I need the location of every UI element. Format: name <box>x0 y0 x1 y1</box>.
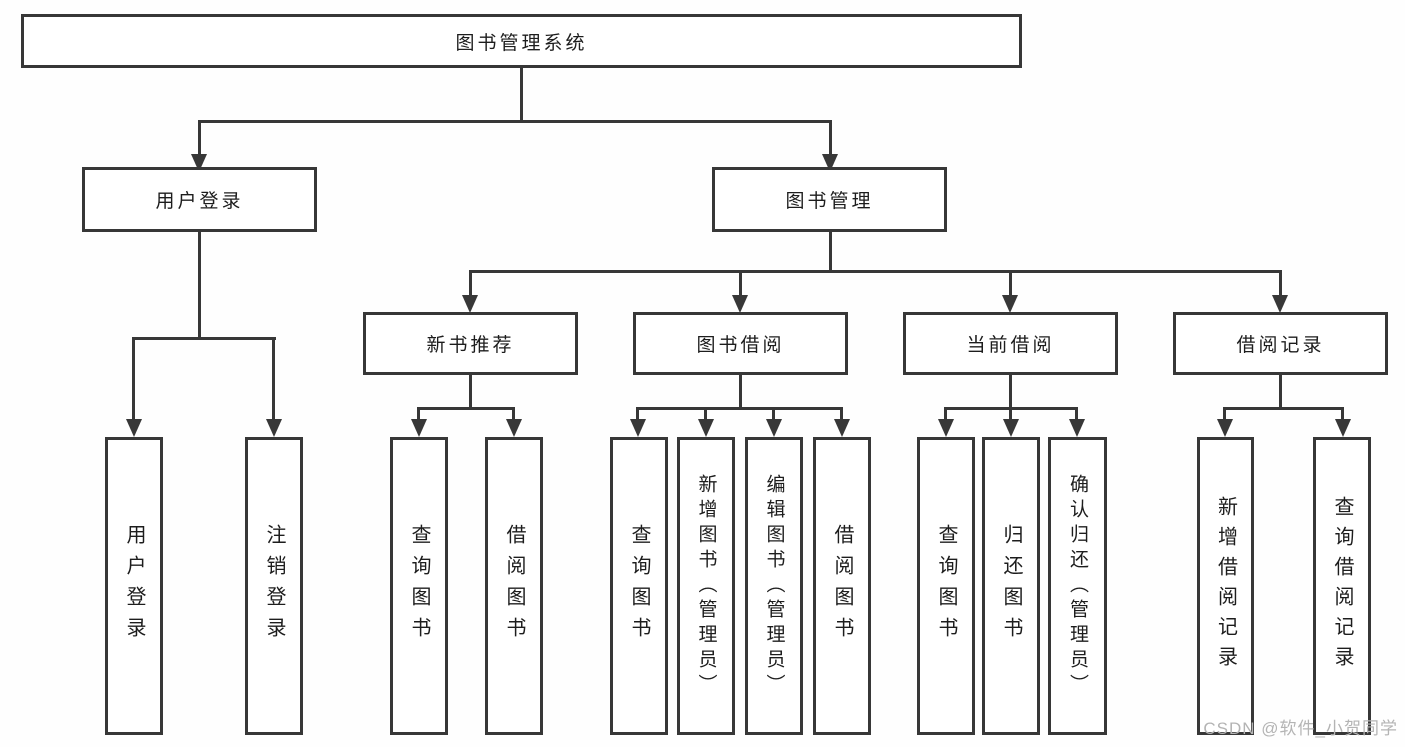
leaf-logout: 注销登录 <box>245 437 303 735</box>
connector-line <box>829 120 832 158</box>
leaf-return-book: 归还图书 <box>982 437 1040 735</box>
leaf-borrow-book-2: 借阅图书 <box>813 437 871 735</box>
leaf-edit-book-admin: 编辑图书（管理员） <box>745 437 803 735</box>
leaf-query-borrow-record: 查询借阅记录 <box>1313 437 1371 735</box>
connector-line <box>739 270 742 298</box>
arrow-down-icon <box>698 419 714 437</box>
node-book-management-label: 图书管理 <box>785 191 874 212</box>
connector-line <box>198 120 201 158</box>
connector-line <box>272 337 275 422</box>
arrow-down-icon <box>834 419 850 437</box>
node-root-label: 图书管理系统 <box>455 32 588 54</box>
connector-line <box>198 120 832 123</box>
connector-line <box>1009 375 1012 409</box>
node-borrow-record-label: 借阅记录 <box>1236 335 1325 356</box>
connector-line <box>417 407 420 422</box>
arrow-down-icon <box>1069 419 1085 437</box>
arrow-down-icon <box>126 419 142 437</box>
leaf-logout-label: 注销登录 <box>263 524 285 648</box>
leaf-edit-book-admin-label: 编辑图书（管理员） <box>763 473 785 699</box>
connector-line <box>704 407 707 422</box>
connector-line <box>829 232 832 272</box>
leaf-query-book-1-label: 查询图书 <box>408 524 430 648</box>
node-user-login-label: 用户登录 <box>155 191 244 212</box>
leaf-query-book-2: 查询图书 <box>610 437 668 735</box>
connector-line <box>520 68 523 122</box>
node-new-book-recommend-label: 新书推荐 <box>426 335 515 356</box>
node-new-book-recommend: 新书推荐 <box>363 312 578 375</box>
connector-line <box>469 270 1282 273</box>
connector-line <box>198 232 201 339</box>
connector-line <box>1223 407 1344 410</box>
leaf-add-borrow-record: 新增借阅记录 <box>1197 437 1254 735</box>
node-current-borrow: 当前借阅 <box>903 312 1118 375</box>
leaf-query-book-2-label: 查询图书 <box>628 524 650 648</box>
leaf-confirm-return-admin-label: 确认归还（管理员） <box>1067 473 1088 699</box>
connector-line <box>739 375 742 409</box>
arrow-down-icon <box>732 295 748 313</box>
leaf-query-book-3-label: 查询图书 <box>935 524 957 648</box>
arrow-down-icon <box>266 419 282 437</box>
node-book-management: 图书管理 <box>712 167 947 232</box>
node-current-borrow-label: 当前借阅 <box>966 335 1055 356</box>
arrow-down-icon <box>506 419 522 437</box>
arrow-down-icon <box>462 295 478 313</box>
connector-line <box>636 407 639 422</box>
leaf-add-book-admin: 新增图书（管理员） <box>677 437 735 735</box>
leaf-query-book-3: 查询图书 <box>917 437 975 735</box>
connector-line <box>512 407 515 422</box>
node-borrow-record: 借阅记录 <box>1173 312 1388 375</box>
connector-line <box>1009 270 1012 298</box>
connector-line <box>132 337 276 340</box>
connector-line <box>1341 407 1344 422</box>
arrow-down-icon <box>1272 295 1288 313</box>
node-book-borrow-label: 图书借阅 <box>696 335 785 356</box>
node-user-login: 用户登录 <box>82 167 317 232</box>
leaf-add-borrow-record-label: 新增借阅记录 <box>1214 496 1237 676</box>
leaf-return-book-label: 归还图书 <box>1000 524 1022 648</box>
connector-line <box>840 407 843 422</box>
arrow-down-icon <box>1003 419 1019 437</box>
connector-line <box>1223 407 1226 422</box>
connector-line <box>417 407 515 410</box>
connector-line <box>469 270 472 298</box>
leaf-query-book-1: 查询图书 <box>390 437 448 735</box>
leaf-confirm-return-admin: 确认归还（管理员） <box>1048 437 1107 735</box>
csdn-watermark: CSDN @软件_小贺同学 <box>1203 719 1398 738</box>
connector-line <box>1009 407 1012 422</box>
leaf-borrow-book-1: 借阅图书 <box>485 437 543 735</box>
node-root-library-system: 图书管理系统 <box>21 14 1022 68</box>
connector-line <box>1279 375 1282 409</box>
arrow-down-icon <box>630 419 646 437</box>
arrow-down-icon <box>1002 295 1018 313</box>
connector-line <box>636 407 843 410</box>
node-book-borrow: 图书借阅 <box>633 312 848 375</box>
connector-line <box>944 407 947 422</box>
leaf-query-borrow-record-label: 查询借阅记录 <box>1331 496 1353 676</box>
leaf-user-login: 用户登录 <box>105 437 163 735</box>
connector-line <box>772 407 775 422</box>
connector-line <box>469 375 472 409</box>
arrow-down-icon <box>766 419 782 437</box>
leaf-add-book-admin-label: 新增图书（管理员） <box>695 473 717 699</box>
arrow-down-icon <box>1335 419 1351 437</box>
arrow-down-icon <box>938 419 954 437</box>
leaf-user-login-label: 用户登录 <box>123 524 145 648</box>
arrow-down-icon <box>1217 419 1233 437</box>
leaf-borrow-book-2-label: 借阅图书 <box>831 524 853 648</box>
arrow-down-icon <box>411 419 427 437</box>
connector-line <box>132 337 135 422</box>
connector-line <box>1075 407 1078 422</box>
leaf-borrow-book-1-label: 借阅图书 <box>503 524 525 648</box>
connector-line <box>1279 270 1282 298</box>
